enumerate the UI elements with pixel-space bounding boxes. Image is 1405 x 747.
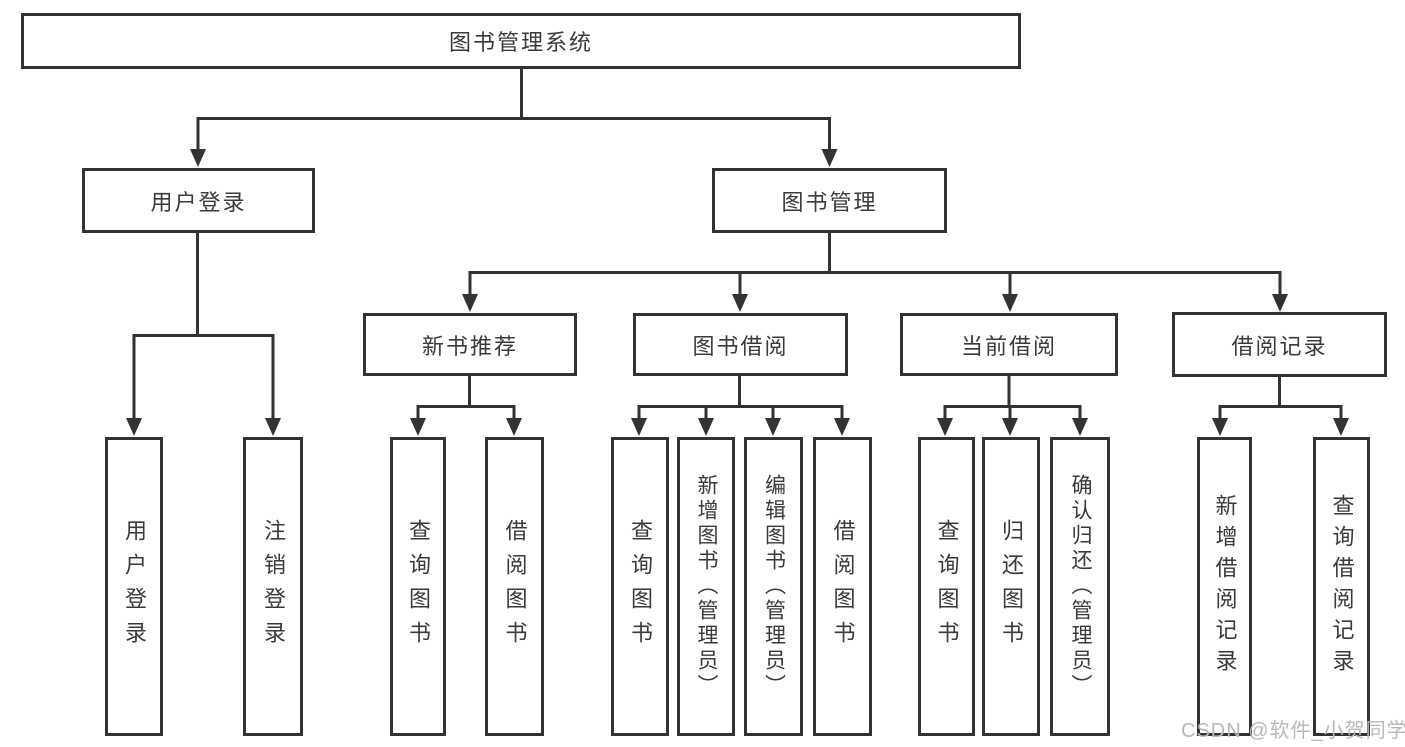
- leaf-label: 新增借阅记录: [1212, 493, 1238, 680]
- node-book-management: 图书管理: [712, 168, 947, 233]
- node-label: 新书推荐: [421, 333, 518, 359]
- node-label: 用户登录: [150, 189, 247, 215]
- leaf-label: 借阅图书: [502, 518, 528, 655]
- leaf-user-login: 用户登录: [105, 437, 163, 736]
- leaf-query-books-recommend: 查询图书: [390, 437, 446, 736]
- leaf-borrow-books-recommend: 借阅图书: [485, 437, 544, 736]
- node-label: 图书管理: [781, 189, 878, 215]
- leaf-label: 借阅图书: [830, 518, 856, 655]
- leaf-query-books-borrow: 查询图书: [611, 437, 669, 736]
- leaf-label: 查询借阅记录: [1329, 493, 1355, 680]
- leaf-edit-books-admin: 编辑图书（管理员）: [744, 437, 803, 736]
- leaf-label: 归还图书: [999, 518, 1024, 655]
- leaf-label: 确认归还（管理员）: [1069, 474, 1092, 699]
- leaf-return-books: 归还图书: [982, 437, 1040, 736]
- leaf-label: 查询图书: [628, 518, 653, 655]
- node-library-management-system: 图书管理系统: [21, 13, 1021, 69]
- leaf-add-books-admin: 新增图书（管理员）: [677, 437, 735, 736]
- node-label: 图书借阅: [692, 333, 789, 359]
- node-label: 借阅记录: [1231, 333, 1328, 359]
- node-book-borrowing: 图书借阅: [633, 313, 848, 376]
- leaf-label: 编辑图书（管理员）: [762, 474, 786, 699]
- leaf-label: 查询图书: [934, 518, 960, 655]
- node-borrowing-records: 借阅记录: [1172, 312, 1387, 377]
- leaf-query-books-current: 查询图书: [918, 437, 975, 736]
- node-label: 当前借阅: [960, 333, 1057, 359]
- csdn-watermark: CSDN @软件_小贺同学: [1181, 720, 1405, 742]
- leaf-add-borrow-record: 新增借阅记录: [1197, 437, 1252, 736]
- leaf-confirm-return-admin: 确认归还（管理员）: [1050, 437, 1110, 736]
- arrowhead-icons: [126, 149, 1349, 436]
- node-current-borrowing: 当前借阅: [900, 313, 1118, 376]
- node-user-login: 用户登录: [82, 168, 315, 233]
- leaf-label: 注销登录: [261, 518, 286, 655]
- leaf-borrow-books: 借阅图书: [813, 437, 872, 736]
- leaf-query-borrow-record: 查询借阅记录: [1313, 437, 1370, 736]
- leaf-label: 查询图书: [406, 518, 431, 655]
- leaf-label: 用户登录: [122, 518, 147, 655]
- node-new-book-recommendation: 新书推荐: [363, 313, 577, 376]
- leaf-logout: 注销登录: [243, 437, 303, 736]
- node-label: 图书管理系统: [448, 30, 593, 55]
- leaf-label: 新增图书（管理员）: [695, 474, 718, 699]
